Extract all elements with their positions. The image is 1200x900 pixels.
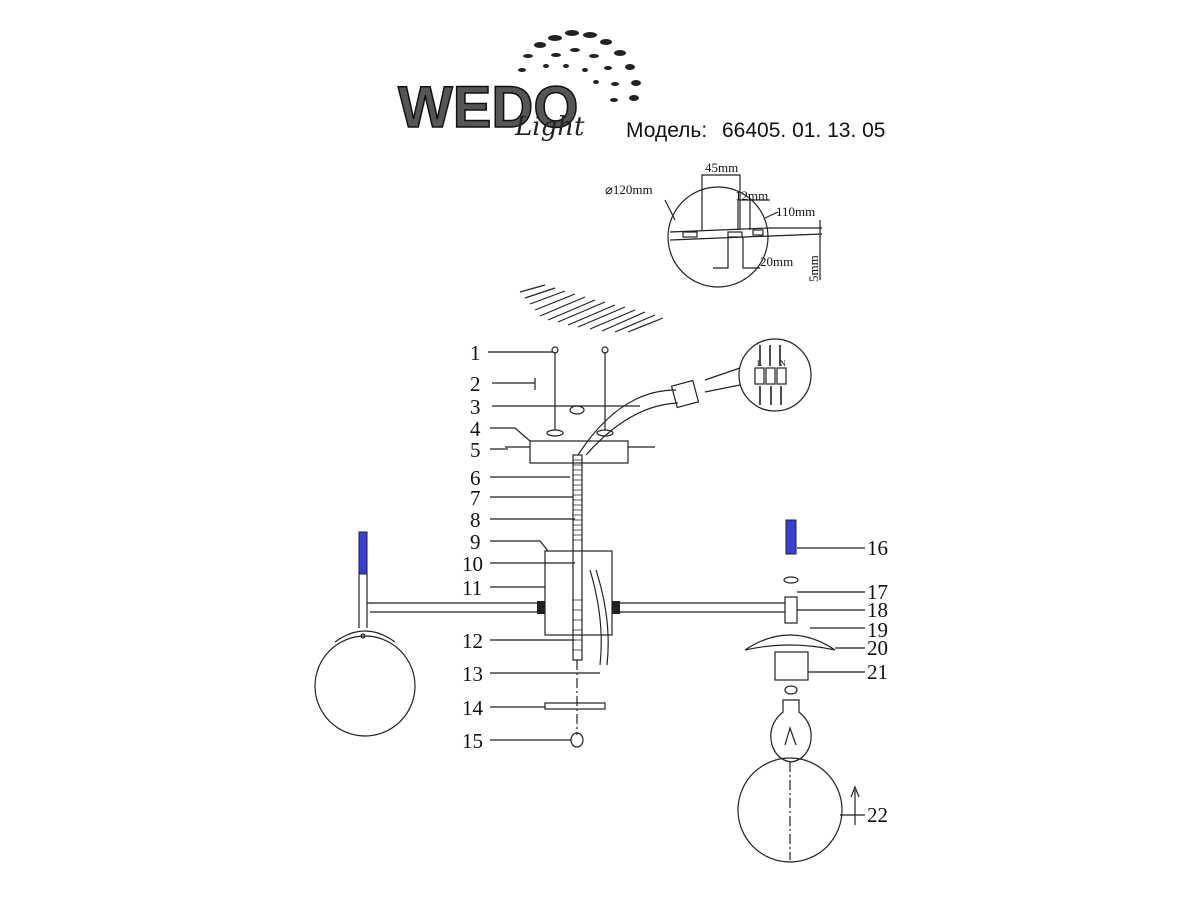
part-number: 6 — [470, 466, 481, 490]
part-number: 9 — [470, 530, 481, 554]
logo-script: Light — [514, 112, 585, 142]
ceiling-hatch — [519, 284, 664, 333]
glass-globe-right — [737, 757, 843, 863]
dim-length: 110mm — [776, 204, 815, 219]
central-box — [544, 550, 613, 636]
dim-slot: 12mm — [735, 188, 768, 203]
part-number: 11 — [462, 576, 482, 600]
part-number: 8 — [470, 508, 481, 532]
part-number: 15 — [462, 729, 483, 753]
part-number: 1 — [470, 341, 481, 365]
part-number: 10 — [462, 552, 483, 576]
part-number: 2 — [470, 372, 481, 396]
dim-thickness: 5mm — [806, 255, 821, 282]
dim-spacing: 45mm — [705, 160, 738, 175]
terminal-block-detail: L N — [577, 338, 812, 456]
part-number: 7 — [470, 486, 481, 510]
dim-width: 20mm — [760, 254, 793, 269]
part-number: 22 — [867, 803, 888, 827]
model-label: Модель: — [626, 119, 707, 142]
part-number: 4 — [470, 417, 481, 441]
part-number: 5 — [470, 438, 481, 462]
model-number: 66405. 01. 13. 05 — [722, 119, 885, 142]
part-number: 3 — [470, 395, 481, 419]
part-number: 14 — [462, 696, 484, 720]
right-globe-exploded — [737, 519, 860, 863]
part-number: 17 — [867, 580, 888, 604]
glass-globe-left — [314, 635, 416, 737]
part-number: 20 — [867, 636, 888, 660]
central-assembly — [370, 346, 785, 748]
part-number-labels: 1 2 3 4 5 6 7 8 9 10 11 12 13 14 15 16 1… — [462, 341, 888, 827]
part-number: 13 — [462, 662, 483, 686]
finial-nut — [570, 732, 584, 748]
left-globe-arm — [314, 531, 416, 737]
part-number: 12 — [462, 629, 483, 653]
cover-plate — [544, 702, 606, 710]
canopy — [529, 440, 629, 464]
part-number: 19 — [867, 618, 888, 642]
threaded-rod — [572, 454, 583, 661]
live-label: L — [757, 359, 762, 368]
logo-brand: WEDO — [398, 75, 578, 140]
wedo-logo: WEDO Light — [397, 30, 641, 142]
part-number: 16 — [867, 536, 888, 560]
logo-swirl — [518, 30, 641, 102]
part-number: 18 — [867, 598, 888, 622]
leader-lines — [488, 351, 865, 816]
neutral-label: N — [780, 359, 786, 368]
dim-diameter: ⌀120mm — [605, 182, 653, 197]
part-number: 21 — [867, 660, 888, 684]
mounting-bracket-detail: ⌀120mm 45mm 12mm 110mm 20mm 5mm — [605, 160, 823, 288]
